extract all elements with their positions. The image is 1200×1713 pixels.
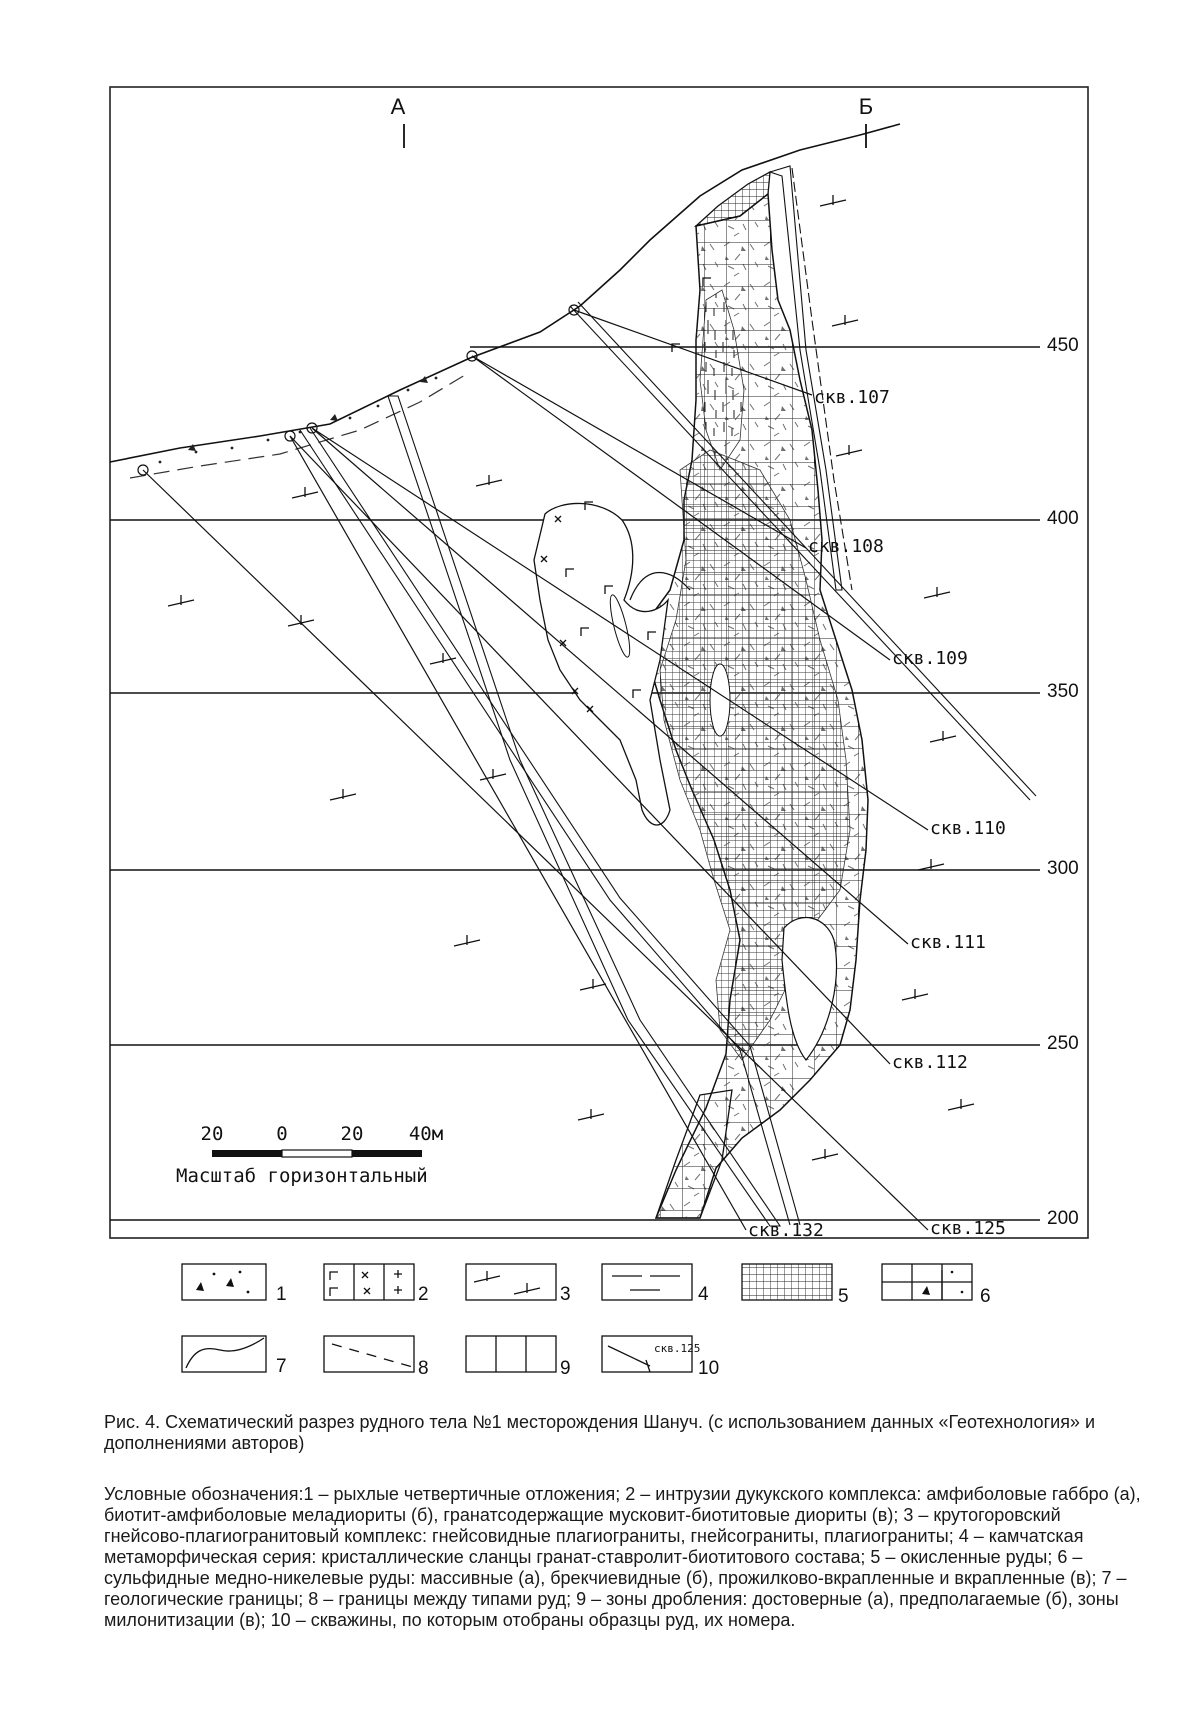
crush-zone-east-steep-b bbox=[791, 167, 853, 591]
scale-tick-label: 40м bbox=[409, 1123, 443, 1145]
legend-item-10 bbox=[601, 1335, 693, 1373]
level-labels: 450 400 350 300 250 200 bbox=[1047, 335, 1079, 1229]
legend-item-7 bbox=[181, 1335, 267, 1373]
level-label: 200 bbox=[1047, 1208, 1079, 1229]
borehole-path-108 bbox=[471, 355, 807, 549]
borehole-path-111 bbox=[311, 427, 909, 945]
well-label-112: скв.112 bbox=[892, 1052, 968, 1073]
legend-number: 10 bbox=[698, 1358, 719, 1379]
well-label-125: скв.125 bbox=[930, 1218, 1006, 1239]
level-label: 350 bbox=[1047, 681, 1079, 702]
section-frame bbox=[109, 86, 1089, 1239]
legend-item-8 bbox=[323, 1335, 417, 1373]
legend-description: Условные обозначения:1 – рыхлые четверти… bbox=[104, 1484, 1141, 1630]
crush-zone-diagonal-a bbox=[569, 301, 1037, 801]
section-label-b: Б bbox=[859, 94, 873, 119]
crush-zone-diagonal-b bbox=[387, 395, 782, 1227]
scale-tick-label: 20 bbox=[341, 1123, 364, 1145]
legend-item-9 bbox=[465, 1335, 557, 1373]
barren-lens-upper bbox=[609, 594, 631, 658]
borehole-collar bbox=[568, 304, 580, 316]
legend-item-6 bbox=[881, 1263, 973, 1301]
geological-section-figure: А Б 450 400 350 300 250 200 bbox=[109, 86, 1089, 1379]
section-marker-a: А bbox=[391, 94, 406, 148]
figure-caption: Рис. 4. Схематический разрез рудного тел… bbox=[104, 1412, 1096, 1453]
well-label-111: скв.111 bbox=[910, 932, 986, 953]
crush-zones bbox=[299, 165, 1037, 1227]
ore-lens-small bbox=[709, 663, 731, 737]
legend-item-1 bbox=[181, 1263, 267, 1301]
legend-number: 9 bbox=[560, 1358, 571, 1379]
scale-bar: 20 0 20 40м Масштаб горизонтальный bbox=[176, 1123, 443, 1187]
section-marker-b: Б bbox=[859, 94, 873, 148]
crush-zone-diagonal-c bbox=[299, 427, 801, 1226]
well-label-108: скв.108 bbox=[808, 536, 884, 557]
legend-item-3 bbox=[465, 1263, 557, 1301]
scale-label: Масштаб горизонтальный bbox=[176, 1165, 428, 1187]
scale-tick-label: 20 bbox=[201, 1123, 224, 1145]
legend-number: 5 bbox=[838, 1286, 849, 1307]
legend bbox=[181, 1263, 973, 1373]
legend-item-4 bbox=[601, 1263, 693, 1301]
legend-number: 4 bbox=[698, 1284, 709, 1305]
well-label-109: скв.109 bbox=[892, 648, 968, 669]
vein-disseminated-zone bbox=[699, 289, 745, 471]
level-label: 400 bbox=[1047, 508, 1079, 529]
borehole-collar bbox=[306, 422, 318, 434]
level-label: 450 bbox=[1047, 335, 1079, 356]
legend-sample-well-label: скв.125 bbox=[654, 1342, 700, 1355]
crush-zone-east-steep bbox=[768, 165, 843, 591]
level-label: 250 bbox=[1047, 1033, 1079, 1054]
massive-ore-core bbox=[659, 449, 851, 1061]
well-label-110: скв.110 bbox=[930, 818, 1006, 839]
legend-item-2 bbox=[323, 1263, 415, 1301]
borehole-collar bbox=[137, 464, 149, 476]
well-label-107: скв.107 bbox=[814, 387, 890, 408]
borehole-path-112 bbox=[289, 435, 891, 1065]
intrusion-inner-boundary bbox=[629, 571, 691, 601]
quaternary-cover-boundary bbox=[129, 371, 471, 479]
topographic-surface bbox=[109, 123, 901, 463]
borehole-path-110 bbox=[311, 427, 929, 831]
legend-number: 8 bbox=[418, 1358, 429, 1379]
borehole-collar bbox=[284, 430, 296, 442]
scale-segment bbox=[352, 1150, 422, 1157]
boreholes bbox=[137, 304, 929, 1231]
legend-item-5 bbox=[741, 1263, 833, 1301]
borehole-path-125 bbox=[142, 469, 929, 1231]
section-label-a: А bbox=[391, 94, 406, 119]
legend-number: 3 bbox=[560, 1284, 571, 1305]
level-lines bbox=[110, 346, 1040, 1221]
well-labels: скв.107 скв.108 скв.109 скв.110 скв.111 … bbox=[748, 387, 1006, 1241]
scale-segment bbox=[212, 1150, 282, 1157]
borehole-path-109 bbox=[471, 355, 891, 661]
legend-number: 1 bbox=[276, 1284, 287, 1305]
ore-apophysis-lower bbox=[655, 1089, 733, 1219]
intrusion-body bbox=[533, 502, 671, 826]
quaternary-deposits bbox=[158, 376, 438, 464]
legend-number: 2 bbox=[418, 1284, 429, 1305]
barren-lens-lower bbox=[781, 917, 837, 1061]
level-label: 300 bbox=[1047, 858, 1079, 879]
legend-number: 7 bbox=[276, 1356, 287, 1377]
well-label-132: скв.132 bbox=[748, 1220, 824, 1241]
scale-tick-label: 0 bbox=[276, 1123, 287, 1145]
borehole-path-107 bbox=[573, 309, 813, 396]
scale-segment bbox=[281, 1149, 353, 1158]
legend-number: 6 bbox=[980, 1286, 991, 1307]
legend-numbers: 1 2 3 4 5 6 7 8 9 10 bbox=[276, 1284, 991, 1379]
gneiss-symbols bbox=[167, 195, 975, 1161]
borehole-collar bbox=[466, 350, 478, 362]
